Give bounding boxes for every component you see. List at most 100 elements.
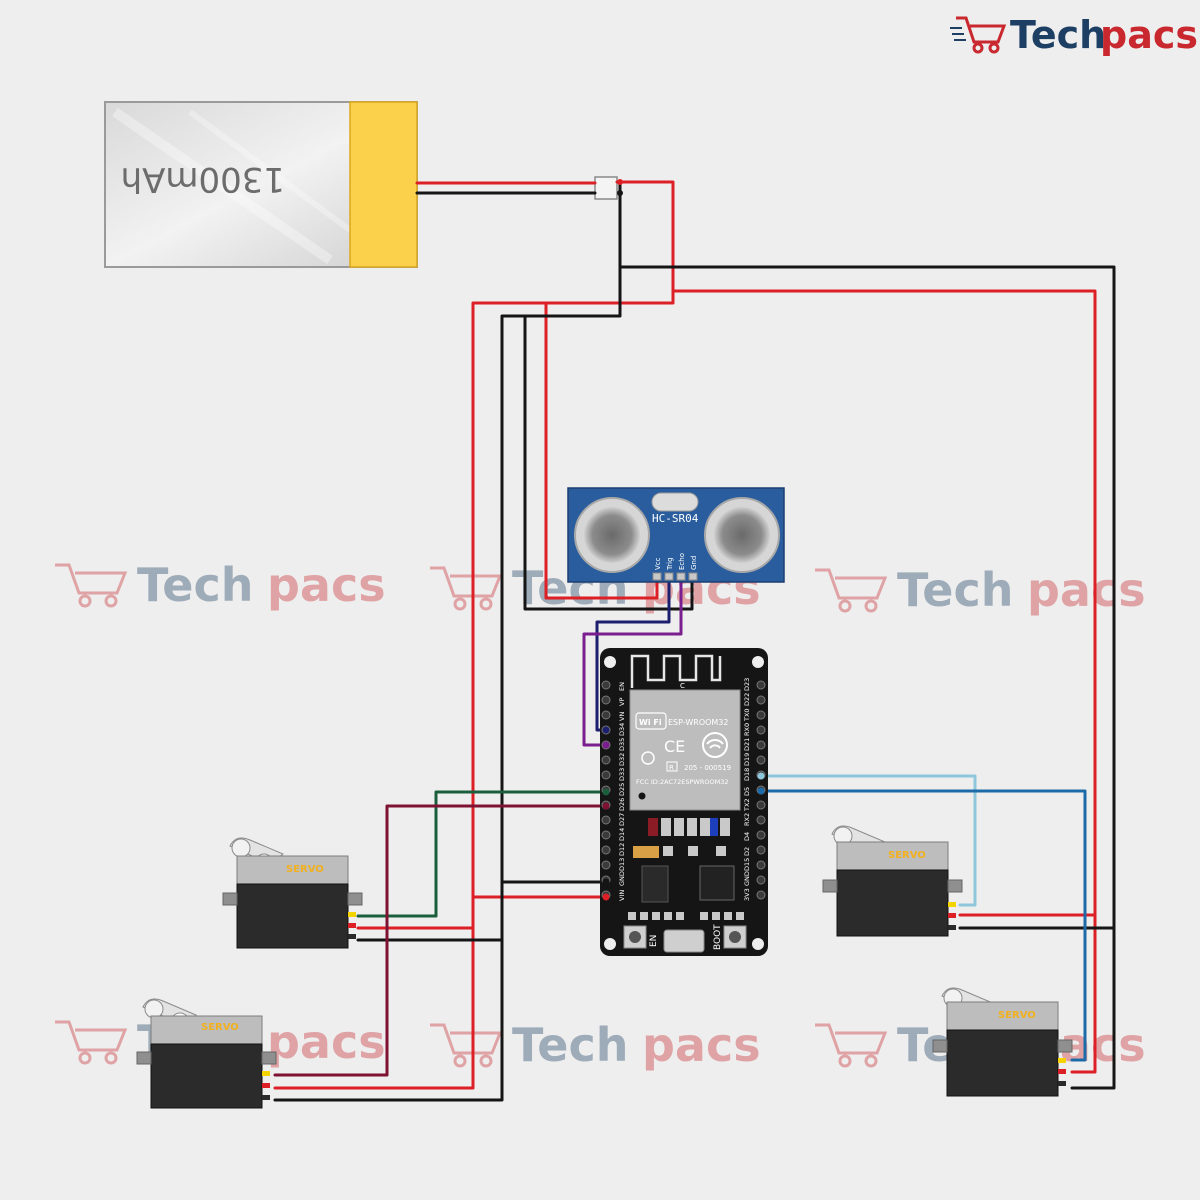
micro-usb-port[interactable]: [663, 929, 705, 953]
watermark-cart-icon: [815, 568, 888, 613]
right-header-pin-gnd[interactable]: [756, 875, 766, 885]
smd-part: [663, 846, 673, 856]
header-bottom-row: [628, 912, 744, 920]
ce-mark: CE: [664, 737, 685, 756]
right-header-pin-d22[interactable]: [756, 695, 766, 705]
right-header-pin-d23[interactable]: [756, 680, 766, 690]
sensor-transducer-right: [704, 497, 780, 573]
right-pin-label: D15: [743, 858, 751, 871]
servo-signal-pin[interactable]: [348, 912, 356, 917]
left-pin-label: VN: [618, 712, 626, 721]
sensor-pin-gnd[interactable]: [688, 572, 698, 581]
servo-ground-pin[interactable]: [262, 1095, 270, 1100]
right-header-pin-3v3[interactable]: [756, 890, 766, 900]
power-wire-left-bus: [273, 289, 675, 1090]
battery-capacity-label: 1300mAh: [121, 159, 285, 199]
right-header-pin-tx2[interactable]: [756, 800, 766, 810]
left-pin-label: EN: [618, 682, 626, 691]
mount-hole: [752, 656, 764, 668]
right-header-pin-tx0[interactable]: [756, 710, 766, 720]
left-header-pin-en[interactable]: [601, 680, 611, 690]
servo-mount-tab: [947, 879, 963, 893]
right-pin-label: 3V3: [743, 888, 751, 901]
right-header-pin-d19[interactable]: [756, 755, 766, 765]
wifi-logo: [635, 712, 667, 730]
sensor-crystal: [651, 492, 699, 512]
servo-motor-4: SERVO: [932, 987, 1073, 1097]
left-pin-label: D25: [618, 783, 626, 796]
sensor-transducer-left: [574, 497, 650, 573]
boot-button[interactable]: [723, 925, 747, 949]
left-header-pin-d13[interactable]: [601, 860, 611, 870]
servo-body: [946, 1029, 1059, 1097]
ground-wire-sensor-gnd: [523, 314, 694, 611]
en-button[interactable]: [623, 925, 647, 949]
servo-mount-tab: [1057, 1039, 1073, 1053]
sensor-pin-trig[interactable]: [664, 572, 674, 581]
servo3-signal-wire: [759, 774, 977, 907]
servo2-signal-wire: [273, 804, 608, 1077]
servo-motor-3: SERVO: [822, 825, 963, 937]
left-pin-label: D35: [618, 738, 626, 751]
right-pin-label: D5: [743, 787, 751, 796]
sensor-pin-echo[interactable]: [676, 572, 686, 581]
left-header-pin-d27[interactable]: [601, 815, 611, 825]
right-pin-header: D23D22TX0RX0D21D19D18D5TX2RX2D4D2D15GND3…: [743, 678, 766, 901]
right-header-pin-rx0[interactable]: [756, 725, 766, 735]
brand-logo: Tech pacs: [950, 13, 1198, 57]
right-header-pin-d15[interactable]: [756, 860, 766, 870]
servo-power-pin[interactable]: [262, 1083, 270, 1088]
boot-button-label: BOOT: [713, 924, 723, 950]
antenna-trace: [630, 654, 722, 688]
right-header-pin-d21[interactable]: [756, 740, 766, 750]
left-pin-label: D27: [618, 813, 626, 826]
right-header-pin-d2[interactable]: [756, 845, 766, 855]
servo-power-pin[interactable]: [348, 923, 356, 928]
right-header-pin-d4[interactable]: [756, 830, 766, 840]
servo-signal-pin[interactable]: [262, 1071, 270, 1076]
left-header-pin-d12[interactable]: [601, 845, 611, 855]
servo-signal-pin[interactable]: [948, 902, 956, 907]
servo-ground-pin[interactable]: [348, 934, 356, 939]
mount-hole: [604, 938, 616, 950]
watermark-text-part2: pacs: [267, 1015, 386, 1069]
left-header-pin-d14[interactable]: [601, 830, 611, 840]
battery-cap: [349, 101, 418, 268]
servo-signal-pin[interactable]: [1058, 1058, 1066, 1063]
left-pin-label: VP: [618, 698, 626, 706]
servo-ground-pin[interactable]: [948, 925, 956, 930]
left-header-pin-d32[interactable]: [601, 755, 611, 765]
wires: [273, 180, 1116, 1102]
servo-mount-tab: [222, 892, 238, 906]
watermark-cart-icon: [430, 1023, 503, 1068]
sensor-pin-vcc[interactable]: [652, 572, 662, 581]
right-pin-label: D18: [743, 768, 751, 781]
left-header-pin-vn[interactable]: [601, 710, 611, 720]
servo-mount-tab: [261, 1051, 277, 1065]
watermark-text-part1: Tech: [897, 563, 1013, 617]
servo4-signal-wire: [759, 789, 1087, 1062]
right-pin-label: D2: [743, 847, 751, 856]
lipo-battery: 1300mAh: [104, 101, 618, 268]
right-header-pin-rx2[interactable]: [756, 815, 766, 825]
servo1-signal-wire: [356, 790, 608, 918]
left-header-pin-vp[interactable]: [601, 695, 611, 705]
right-pin-label: D21: [743, 738, 751, 751]
servo-mount-tab: [822, 879, 838, 893]
servo-power-pin[interactable]: [948, 913, 956, 918]
left-pin-label: D33: [618, 768, 626, 781]
right-pin-label: GND: [743, 871, 751, 886]
shopping-cart-icon: [950, 16, 1007, 54]
servo-ground-pin[interactable]: [1058, 1081, 1066, 1086]
ultrasonic-sensor: HC-SR04 Vcc Trig Echo Gnd: [567, 487, 785, 583]
servo-motor-1: SERVO: [222, 837, 363, 949]
servo-top-cap: [946, 1001, 1059, 1031]
recycle-icon: [641, 751, 655, 765]
right-pin-label: TX2: [743, 798, 751, 812]
battery-shine: [112, 107, 333, 265]
servo-horn: [144, 999, 164, 1019]
left-header-pin-d33[interactable]: [601, 770, 611, 780]
servo-power-pin[interactable]: [1058, 1069, 1066, 1074]
right-pin-label: D23: [743, 678, 751, 691]
